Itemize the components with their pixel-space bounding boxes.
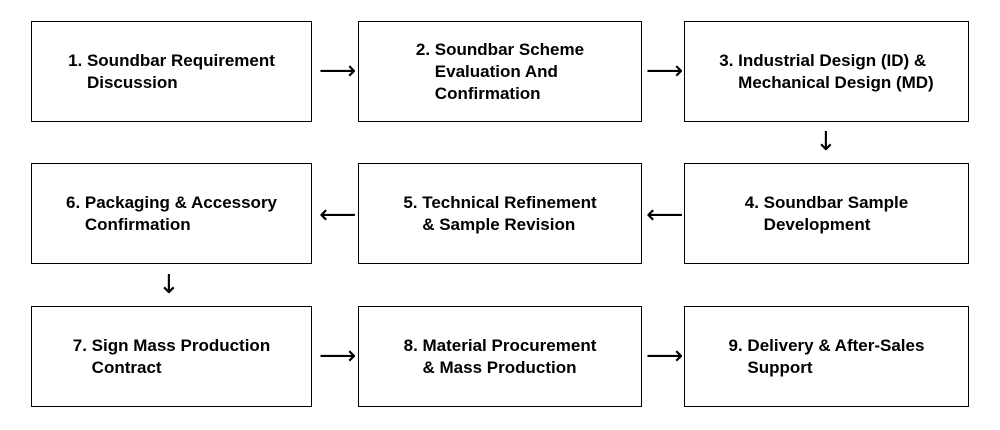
step-1-label: 1. Soundbar Requirement Discussion <box>68 50 275 92</box>
step-6-label: 6. Packaging & Accessory Confirmation <box>65 192 278 234</box>
step-8-label: 8. Material Procurement & Mass Productio… <box>403 335 597 377</box>
step-9-delivery-support: 9. Delivery & After-Sales Support <box>684 306 969 407</box>
step-4-label: 4. Soundbar Sample Development <box>744 192 909 234</box>
step-3-label: 3. Industrial Design (ID) & Mechanical D… <box>719 50 934 92</box>
step-2-label: 2. Soundbar Scheme Evaluation And Confir… <box>415 39 585 103</box>
arrow-left-icon: ⟵ <box>646 200 684 230</box>
step-7-sign-contract: 7. Sign Mass Production Contract <box>31 306 312 407</box>
arrow-left-icon: ⟵ <box>319 200 357 230</box>
step-6-packaging-accessory: 6. Packaging & Accessory Confirmation <box>31 163 312 264</box>
arrow-right-icon: ⟶ <box>319 341 357 371</box>
step-5-technical-refinement: 5. Technical Refinement & Sample Revisio… <box>358 163 642 264</box>
step-2-scheme-evaluation: 2. Soundbar Scheme Evaluation And Confir… <box>358 21 642 122</box>
step-7-label: 7. Sign Mass Production Contract <box>72 335 271 377</box>
step-3-industrial-mechanical-design: 3. Industrial Design (ID) & Mechanical D… <box>684 21 969 122</box>
step-5-label: 5. Technical Refinement & Sample Revisio… <box>403 192 597 234</box>
arrow-down-icon: ↓ <box>815 127 837 157</box>
step-1-requirement-discussion: 1. Soundbar Requirement Discussion <box>31 21 312 122</box>
arrow-down-icon: ↓ <box>158 270 180 300</box>
arrow-right-icon: ⟶ <box>319 56 357 86</box>
step-9-label: 9. Delivery & After-Sales Support <box>728 335 925 377</box>
arrow-right-icon: ⟶ <box>646 56 684 86</box>
step-4-sample-development: 4. Soundbar Sample Development <box>684 163 969 264</box>
arrow-right-icon: ⟶ <box>646 341 684 371</box>
step-8-procurement-production: 8. Material Procurement & Mass Productio… <box>358 306 642 407</box>
